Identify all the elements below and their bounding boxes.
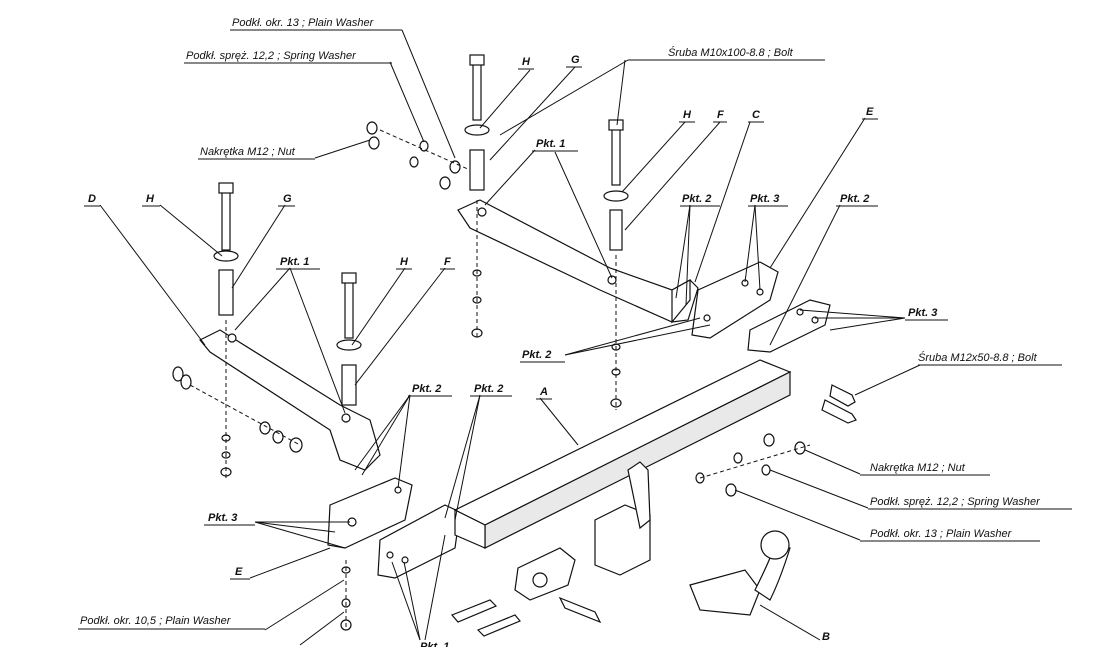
callout-pkt3: Pkt. 3 [908, 307, 937, 319]
callout-pkt2: Pkt. 2 [840, 193, 869, 205]
callout-pkt1: Pkt. 1 [536, 138, 565, 150]
assembly-axes [189, 129, 811, 630]
label-text: Śruba M12x50-8.8 ; Bolt [918, 351, 1038, 364]
callout-pkt2: Pkt. 2 [522, 349, 551, 361]
crossbar-a [453, 359, 792, 549]
callout-b: B [822, 631, 830, 643]
label-spring-washer-right: Podkł. spręż. 12,2 ; Spring Washer [868, 496, 1072, 510]
label-text: Nakrętka M12 ; Nut [870, 462, 966, 474]
callout-pkt2: Pkt. 2 [682, 193, 711, 205]
label-plain-washer-105: Podkł. okr. 10,5 ; Plain Washer [78, 615, 265, 630]
callout-e: E [235, 566, 243, 578]
bracket-c [457, 199, 699, 324]
bolts-horizontal [450, 384, 857, 637]
callout-pkt3: Pkt. 3 [750, 193, 779, 205]
bracket-d [199, 329, 381, 471]
callout-h: H [146, 193, 155, 205]
label-bolt-m10: Śruba M10x100-8.8 ; Bolt [628, 46, 825, 61]
callout-h: H [683, 109, 692, 121]
label-nut-top: Nakrętka M12 ; Nut [198, 146, 315, 160]
label-text: Podkł. okr. 13 ; Plain Washer [232, 17, 375, 29]
callout-g: G [283, 193, 292, 205]
callout-d: D [88, 193, 96, 205]
callout-h: H [400, 256, 409, 268]
label-plain-washer-13-top: Podkł. okr. 13 ; Plain Washer [230, 17, 402, 31]
label-text: Podkł. spręż. 12,2 ; Spring Washer [870, 496, 1041, 508]
callout-f: F [444, 256, 451, 268]
bolts-vertical [213, 54, 629, 406]
callout-c: C [752, 109, 761, 121]
label-spring-washer-top: Podkł. spręż. 12,2 ; Spring Washer [184, 50, 392, 64]
callout-pkt1: Pkt. 1 [280, 256, 309, 268]
callout-f: F [717, 109, 724, 121]
callout-pkt3: Pkt. 3 [208, 512, 237, 524]
plates-e-right [691, 261, 831, 353]
label-bolt-m12: Śruba M12x50-8.8 ; Bolt [918, 351, 1062, 366]
callout-h: H [522, 56, 531, 68]
callout-g: G [571, 54, 580, 66]
callout-e: E [866, 106, 874, 118]
ball-mount-b [514, 461, 791, 616]
callout-pkt2: Pkt. 2 [474, 383, 503, 395]
callout-pkt1: Pkt. 1 [420, 641, 449, 647]
label-plain-washer-13-right: Podkł. okr. 13 ; Plain Washer [860, 528, 1040, 542]
label-text: Śruba M10x100-8.8 ; Bolt [668, 46, 794, 59]
label-nut-right: Nakrętka M12 ; Nut [860, 462, 990, 476]
plates-e-left [327, 477, 461, 579]
label-text: Nakrętka M12 ; Nut [200, 146, 296, 158]
leader-lines [99, 29, 921, 646]
label-text: Podkł. okr. 10,5 ; Plain Washer [80, 615, 232, 627]
label-text: Podkł. okr. 13 ; Plain Washer [870, 528, 1013, 540]
callout-pkt2: Pkt. 2 [412, 383, 441, 395]
label-text: Podkł. spręż. 12,2 ; Spring Washer [186, 50, 357, 62]
callout-a: A [539, 386, 548, 398]
